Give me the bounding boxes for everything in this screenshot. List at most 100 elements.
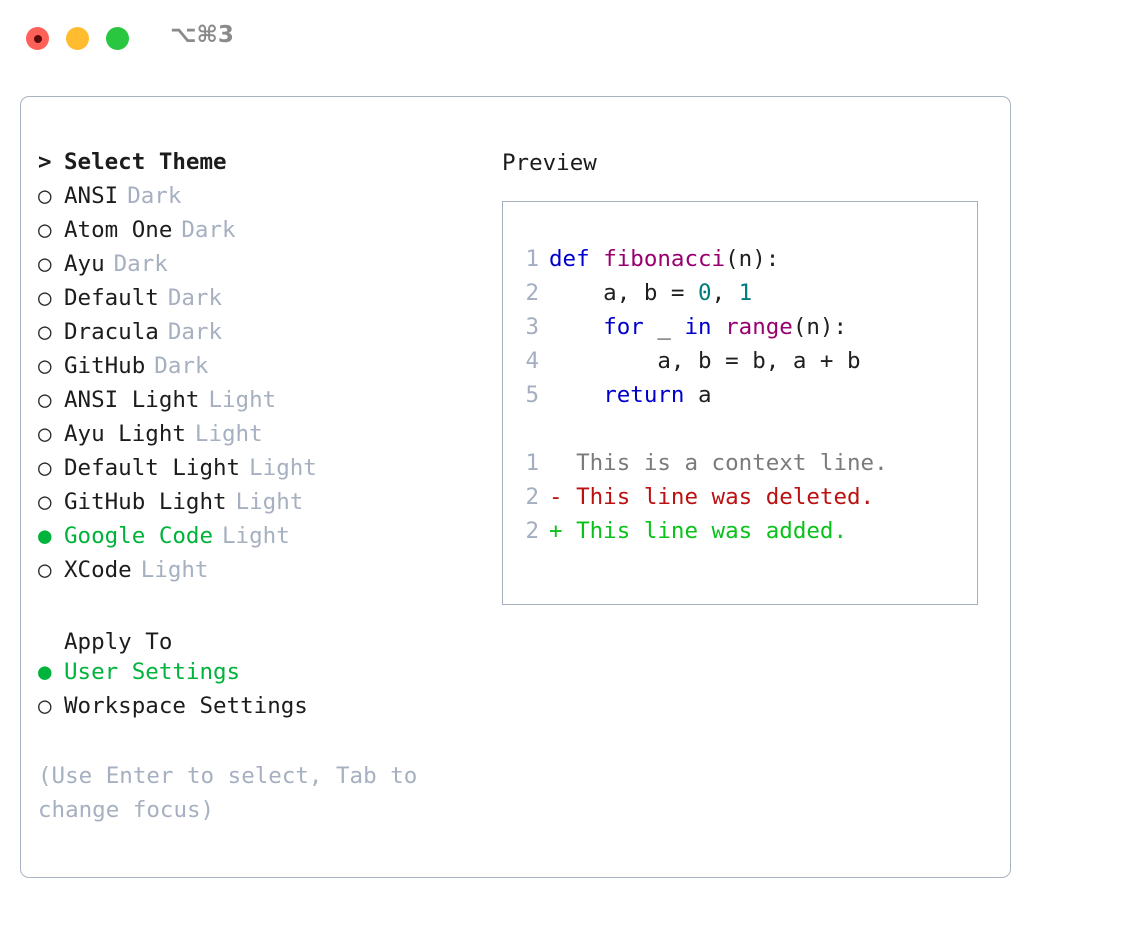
theme-option-ayu[interactable]: ○ Ayu Dark: [38, 251, 478, 285]
line-number: 1: [525, 246, 539, 272]
radio-icon[interactable]: ○: [38, 251, 52, 277]
token-indent: [549, 382, 603, 408]
code-text: a, b = 0, 1: [549, 276, 752, 310]
line-number: 2: [525, 280, 539, 306]
token-plain: a, b =: [549, 280, 699, 306]
token-keyword: in: [684, 314, 712, 340]
radio-icon[interactable]: ○: [38, 183, 52, 209]
prompt-caret-icon: >: [38, 149, 52, 175]
radio-icon[interactable]: ○: [38, 693, 52, 719]
token-indent: [549, 314, 603, 340]
diff-line-deleted: 2 - This line was deleted.: [503, 480, 977, 514]
theme-option-dracula[interactable]: ○ Dracula Dark: [38, 319, 478, 353]
theme-variant-tag: Light: [249, 455, 317, 481]
theme-option-github[interactable]: ○ GitHub Dark: [38, 353, 478, 387]
theme-variant-tag: Dark: [154, 353, 209, 379]
radio-icon[interactable]: ○: [38, 421, 52, 447]
theme-option-xcode[interactable]: ○ XCode Light: [38, 557, 478, 591]
radio-icon[interactable]: ○: [38, 353, 52, 379]
token-keyword: for: [603, 314, 644, 340]
theme-option-ansi[interactable]: ○ ANSI Dark: [38, 183, 478, 217]
theme-variant-tag: Light: [140, 557, 209, 583]
theme-selector-dialog: > Select Theme ○ ANSI Dark ○ Atom One Da…: [20, 96, 1011, 878]
code-text: for _ in range(n):: [549, 310, 847, 344]
theme-option-label: Ayu: [64, 251, 105, 277]
token-function: range: [725, 314, 793, 340]
theme-option-default-light[interactable]: ○ Default Light Light: [38, 455, 478, 489]
list-spacer: [38, 591, 478, 625]
radio-icon[interactable]: ○: [38, 455, 52, 481]
code-text: def fibonacci(n):: [549, 242, 779, 276]
theme-variant-tag: Light: [194, 421, 263, 447]
theme-option-label: GitHub Light: [64, 489, 227, 515]
theme-option-default[interactable]: ○ Default Dark: [38, 285, 478, 319]
theme-option-atom-one[interactable]: ○ Atom One Dark: [38, 217, 478, 251]
token-keyword: return: [603, 382, 685, 408]
token-plain: _: [643, 314, 685, 340]
apply-to-option-workspace-settings[interactable]: ○ Workspace Settings: [38, 693, 478, 727]
theme-option-label: Ayu Light: [64, 421, 186, 447]
radio-icon[interactable]: ○: [38, 285, 52, 311]
diff-line-added: 2 + This line was added.: [503, 514, 977, 548]
token-number: 1: [738, 280, 753, 306]
theme-variant-tag: Dark: [167, 319, 223, 345]
diff-text: - This line was deleted.: [549, 484, 875, 510]
line-number: 1: [525, 450, 539, 476]
theme-list-header: > Select Theme: [38, 149, 478, 183]
code-text: return a: [549, 378, 711, 412]
line-number: 5: [525, 382, 539, 408]
radio-icon-selected[interactable]: ●: [38, 659, 52, 685]
title-bar: ⌥⌘3: [0, 0, 1140, 76]
theme-variant-tag: Dark: [181, 217, 236, 243]
close-button[interactable]: [26, 27, 49, 50]
apply-to-option-label: User Settings: [64, 659, 241, 685]
theme-variant-tag: Dark: [127, 183, 182, 209]
theme-option-github-light[interactable]: ○ GitHub Light Light: [38, 489, 478, 523]
code-line: 1 def fibonacci(n):: [503, 242, 977, 276]
token-plain: ,: [711, 280, 739, 306]
token-function: fibonacci: [603, 246, 726, 272]
theme-option-label: Atom One: [64, 217, 173, 243]
theme-variant-tag: Light: [222, 523, 290, 549]
line-number: 3: [525, 314, 539, 340]
theme-option-ansi-light[interactable]: ○ ANSI Light Light: [38, 387, 478, 421]
radio-icon[interactable]: ○: [38, 489, 52, 515]
diff-text: This is a context line.: [549, 450, 888, 476]
theme-option-label: Dracula: [64, 319, 159, 345]
theme-option-label: ANSI Light: [64, 387, 200, 413]
maximize-button[interactable]: [106, 27, 129, 50]
code-blank-line: [503, 412, 977, 446]
radio-icon[interactable]: ○: [38, 557, 52, 583]
radio-icon[interactable]: ○: [38, 217, 52, 243]
token-plain: (n):: [725, 246, 780, 272]
theme-option-label: ANSI: [64, 183, 119, 209]
code-line: 2 a, b = 0, 1: [503, 276, 977, 310]
radio-icon[interactable]: ○: [38, 387, 52, 413]
theme-option-ayu-light[interactable]: ○ Ayu Light Light: [38, 421, 478, 455]
preview-panel: Preview 1 def fibonacci(n): 2 a, b = 0, …: [502, 149, 992, 605]
window-controls: [26, 27, 129, 50]
theme-option-label: Google Code: [64, 523, 214, 549]
radio-icon-selected[interactable]: ●: [38, 523, 52, 549]
line-number: 4: [525, 348, 539, 374]
code-line: 3 for _ in range(n):: [503, 310, 977, 344]
apply-to-option-user-settings[interactable]: ● User Settings: [38, 659, 478, 693]
preview-code-box: 1 def fibonacci(n): 2 a, b = 0, 1 3 for …: [502, 201, 978, 605]
token-plain: a, b = b, a + b: [549, 348, 861, 374]
preview-title: Preview: [502, 150, 597, 176]
apply-to-option-label: Workspace Settings: [64, 693, 308, 719]
radio-icon[interactable]: ○: [38, 319, 52, 345]
theme-option-label: XCode: [64, 557, 132, 583]
theme-option-google-code[interactable]: ● Google Code Light: [38, 523, 478, 557]
minimize-button[interactable]: [66, 27, 89, 50]
code-text: a, b = b, a + b: [549, 344, 861, 378]
diff-text: + This line was added.: [549, 518, 848, 544]
theme-list-title: Select Theme: [64, 149, 227, 175]
line-number: 2: [525, 484, 539, 510]
theme-option-label: Default Light: [64, 455, 241, 481]
keyboard-hint-text: (Use Enter to select, Tab to change focu…: [38, 763, 418, 823]
token-number: 0: [698, 280, 712, 306]
theme-variant-tag: Dark: [167, 285, 223, 311]
apply-to-title: Apply To: [64, 629, 173, 655]
